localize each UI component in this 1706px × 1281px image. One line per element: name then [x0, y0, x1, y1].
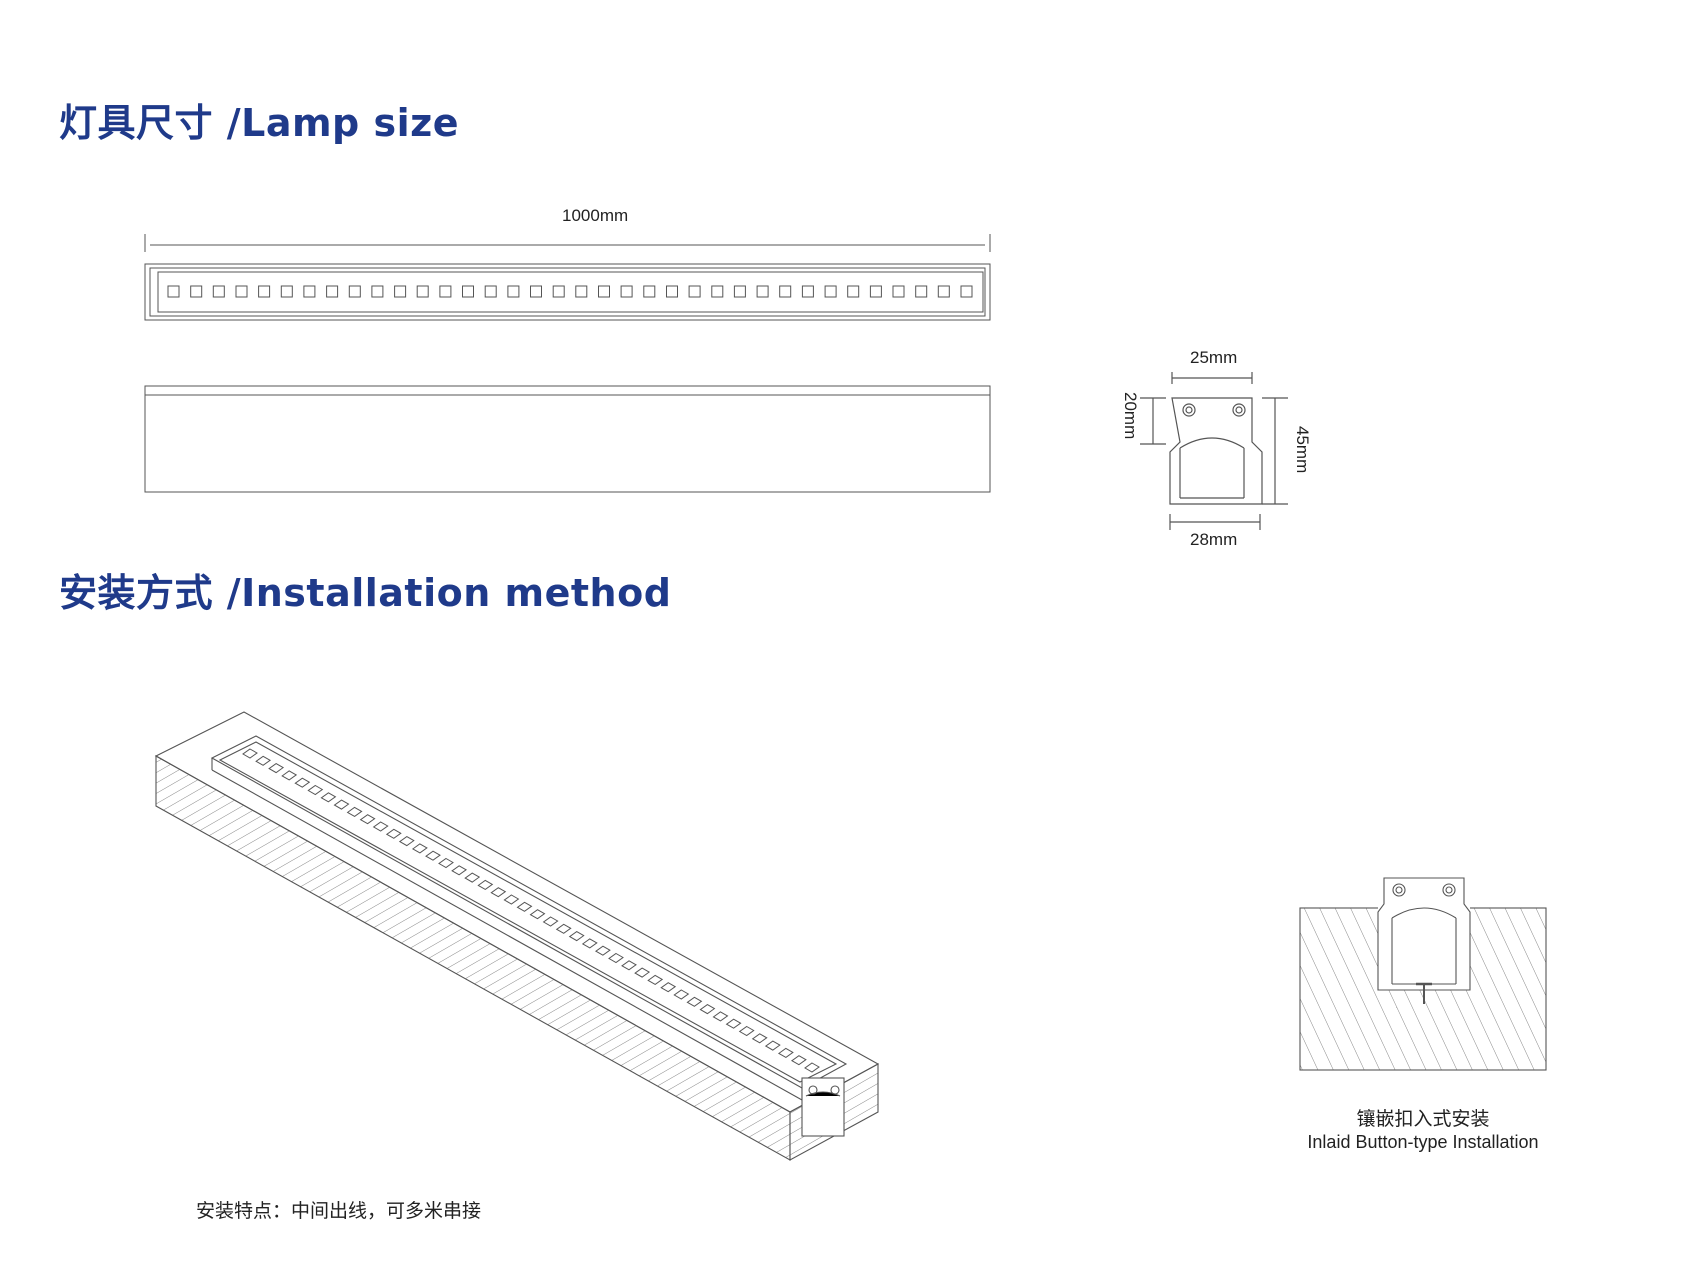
led-square: [167, 285, 180, 298]
led-square: [824, 285, 837, 298]
led-square: [484, 285, 497, 298]
led-square: [326, 285, 339, 298]
led-square-iso: [503, 894, 520, 905]
led-square: [462, 285, 474, 298]
led-square-iso: [751, 1033, 768, 1044]
led-square: [620, 285, 633, 298]
led-square-iso: [464, 872, 481, 883]
led-square-iso: [594, 945, 611, 956]
led-square: [394, 285, 407, 298]
led-square: [371, 285, 384, 298]
led-square: [235, 285, 248, 298]
led-square-iso: [438, 857, 454, 869]
led-square-iso: [555, 923, 572, 934]
led-square: [190, 285, 203, 298]
install-type-cn-caption: 镶嵌扣入式安装: [1356, 1109, 1490, 1130]
led-square-iso: [804, 1062, 820, 1073]
led-square-iso: [333, 799, 350, 810]
installation-heading: 安装方式 /Installation method: [59, 571, 672, 615]
led-square-iso: [660, 982, 677, 993]
led-square-iso: [411, 843, 428, 854]
led-square: [643, 285, 656, 298]
led-square: [801, 285, 814, 298]
led-square: [915, 285, 928, 298]
led-square-iso: [346, 806, 363, 817]
led-square-iso: [777, 1047, 794, 1058]
led-square: [711, 285, 724, 298]
led-square-iso: [581, 938, 598, 949]
led-square-iso: [764, 1040, 781, 1051]
total-height-label: 45mm: [1293, 426, 1312, 474]
led-square: [892, 285, 905, 298]
install-type-en-caption: Inlaid Button-type Installation: [1307, 1132, 1539, 1152]
led-square: [937, 285, 950, 298]
led-square: [733, 285, 746, 298]
led-square-iso: [242, 748, 258, 759]
led-square-iso: [425, 850, 441, 861]
led-square: [552, 285, 565, 298]
cross-section-profile: [1140, 372, 1288, 530]
led-square-iso: [372, 821, 389, 832]
led-square-iso: [647, 974, 664, 985]
led-square-iso: [385, 828, 402, 839]
led-square-iso: [490, 887, 507, 898]
upper-height-label: 20mm: [1121, 392, 1140, 440]
led-square: [530, 285, 542, 298]
led-square-iso: [516, 901, 533, 912]
led-square: [258, 285, 271, 298]
led-square-iso: [268, 763, 285, 774]
led-square-iso: [608, 952, 624, 964]
led-square: [847, 285, 860, 298]
top-width-label: 25mm: [1190, 348, 1238, 367]
led-square-iso: [294, 777, 311, 788]
led-square-iso: [790, 1055, 807, 1066]
led-square-iso: [725, 1018, 742, 1029]
led-square-iso: [738, 1025, 755, 1037]
led-square-iso: [398, 836, 415, 847]
led-square-iso: [477, 879, 494, 890]
led-square-iso: [699, 1004, 716, 1015]
lamp-size-heading: 灯具尺寸 /Lamp size: [59, 101, 460, 145]
led-square-iso: [359, 814, 376, 825]
led-square-iso: [621, 960, 637, 971]
isometric-installation-view: [154, 711, 880, 1161]
led-square: [212, 285, 225, 298]
led-square: [688, 285, 701, 298]
install-feature-caption: 安装特点：中间出线，可多米串接: [196, 1201, 482, 1222]
led-square-iso: [712, 1011, 729, 1022]
led-square-iso: [542, 916, 559, 927]
led-array-top: [167, 285, 973, 298]
led-square-iso: [529, 909, 546, 920]
led-square: [416, 285, 429, 298]
led-square: [598, 285, 610, 298]
led-square-iso: [568, 931, 585, 942]
led-square-iso: [307, 784, 324, 796]
length-label: 1000mm: [562, 206, 629, 225]
led-square: [779, 285, 792, 298]
bottom-width-label: 28mm: [1190, 530, 1238, 549]
lamp-side-view: [144, 385, 991, 493]
led-square: [439, 285, 452, 298]
led-square: [756, 285, 769, 298]
led-square-iso: [451, 865, 468, 876]
led-square-iso: [281, 770, 298, 781]
led-square: [303, 285, 316, 298]
led-array-isometric: [242, 748, 820, 1073]
length-dimension: [144, 234, 991, 252]
led-square: [960, 285, 973, 298]
lamp-top-view: [144, 263, 991, 321]
led-square-iso: [634, 967, 651, 978]
led-square: [507, 285, 520, 298]
inlaid-install-detail: [1299, 877, 1547, 1071]
led-square-iso: [320, 792, 337, 803]
led-square-iso: [686, 996, 703, 1007]
led-square-iso: [255, 755, 272, 766]
led-square: [575, 285, 588, 298]
led-square-iso: [673, 989, 690, 1000]
led-square: [869, 285, 882, 298]
led-square: [666, 285, 678, 298]
led-square: [280, 285, 293, 298]
led-square: [348, 285, 361, 298]
